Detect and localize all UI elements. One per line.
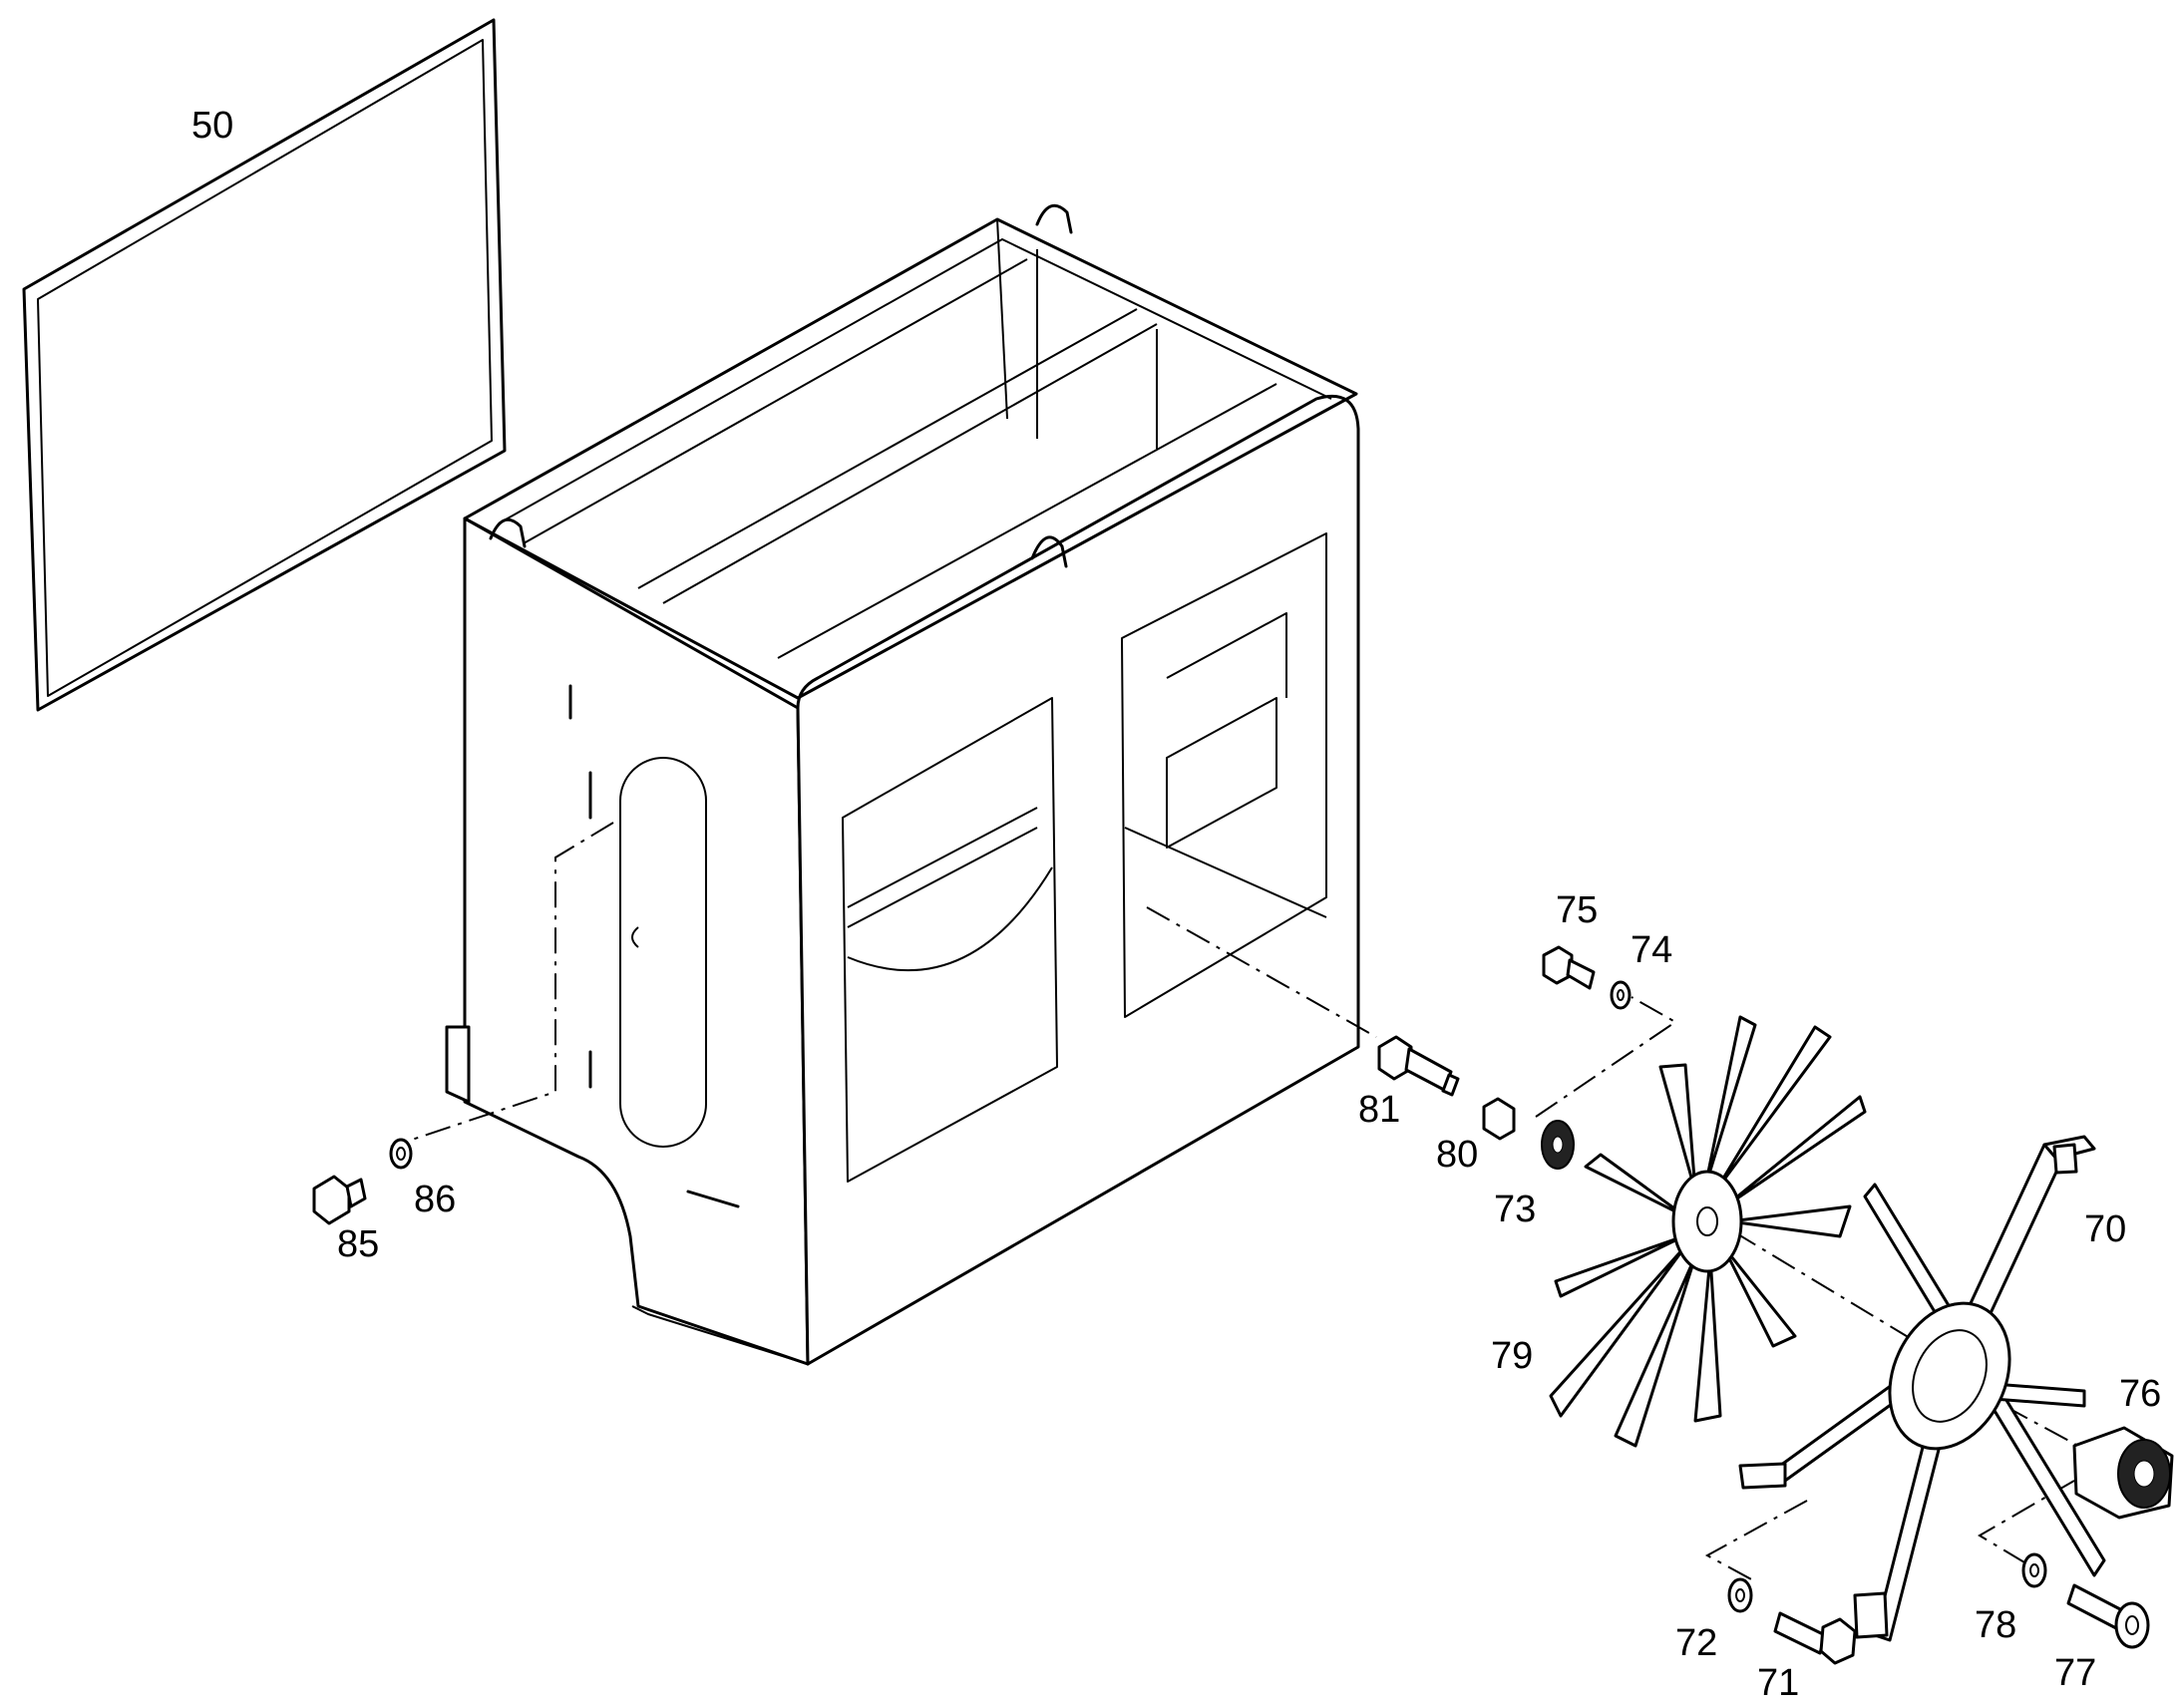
label-81: 81 (1358, 1089, 1400, 1131)
fan-blade-79 (1549, 1015, 1867, 1448)
gasket-frame-50 (22, 18, 507, 712)
label-50: 50 (191, 105, 233, 147)
washer-74 (1610, 980, 1632, 1010)
bolt-81 (1377, 1035, 1460, 1097)
fan-shroud-70 (1738, 1135, 2106, 1642)
washer-72 (1727, 1577, 1753, 1613)
label-77: 77 (2054, 1652, 2096, 1694)
label-79: 79 (1491, 1335, 1533, 1377)
washer-86 (389, 1138, 413, 1170)
label-85: 85 (337, 1223, 379, 1265)
bolt-71 (1773, 1611, 1857, 1665)
bolt-85 (312, 1175, 367, 1225)
label-78: 78 (1975, 1604, 2016, 1646)
spacer-80 (1482, 1097, 1516, 1141)
bolt-77 (2066, 1583, 2150, 1649)
label-76: 76 (2119, 1373, 2161, 1415)
bolt-75 (1542, 945, 1596, 990)
cabinet-housing (445, 203, 1360, 1366)
label-86: 86 (414, 1179, 456, 1220)
label-72: 72 (1675, 1622, 1717, 1664)
motor-76 (2072, 1426, 2174, 1520)
hub-plate-73 (1541, 1120, 1575, 1170)
label-75: 75 (1556, 889, 1598, 931)
label-73: 73 (1494, 1189, 1536, 1230)
label-70: 70 (2084, 1208, 2126, 1250)
label-80: 80 (1436, 1134, 1478, 1176)
label-71: 71 (1757, 1662, 1799, 1704)
washer-78 (2021, 1552, 2047, 1588)
callout-labels: 50 70 71 72 73 74 75 76 77 78 79 80 81 8… (191, 105, 2161, 1704)
label-74: 74 (1631, 929, 1672, 971)
assembly-centerlines (390, 822, 2125, 1581)
